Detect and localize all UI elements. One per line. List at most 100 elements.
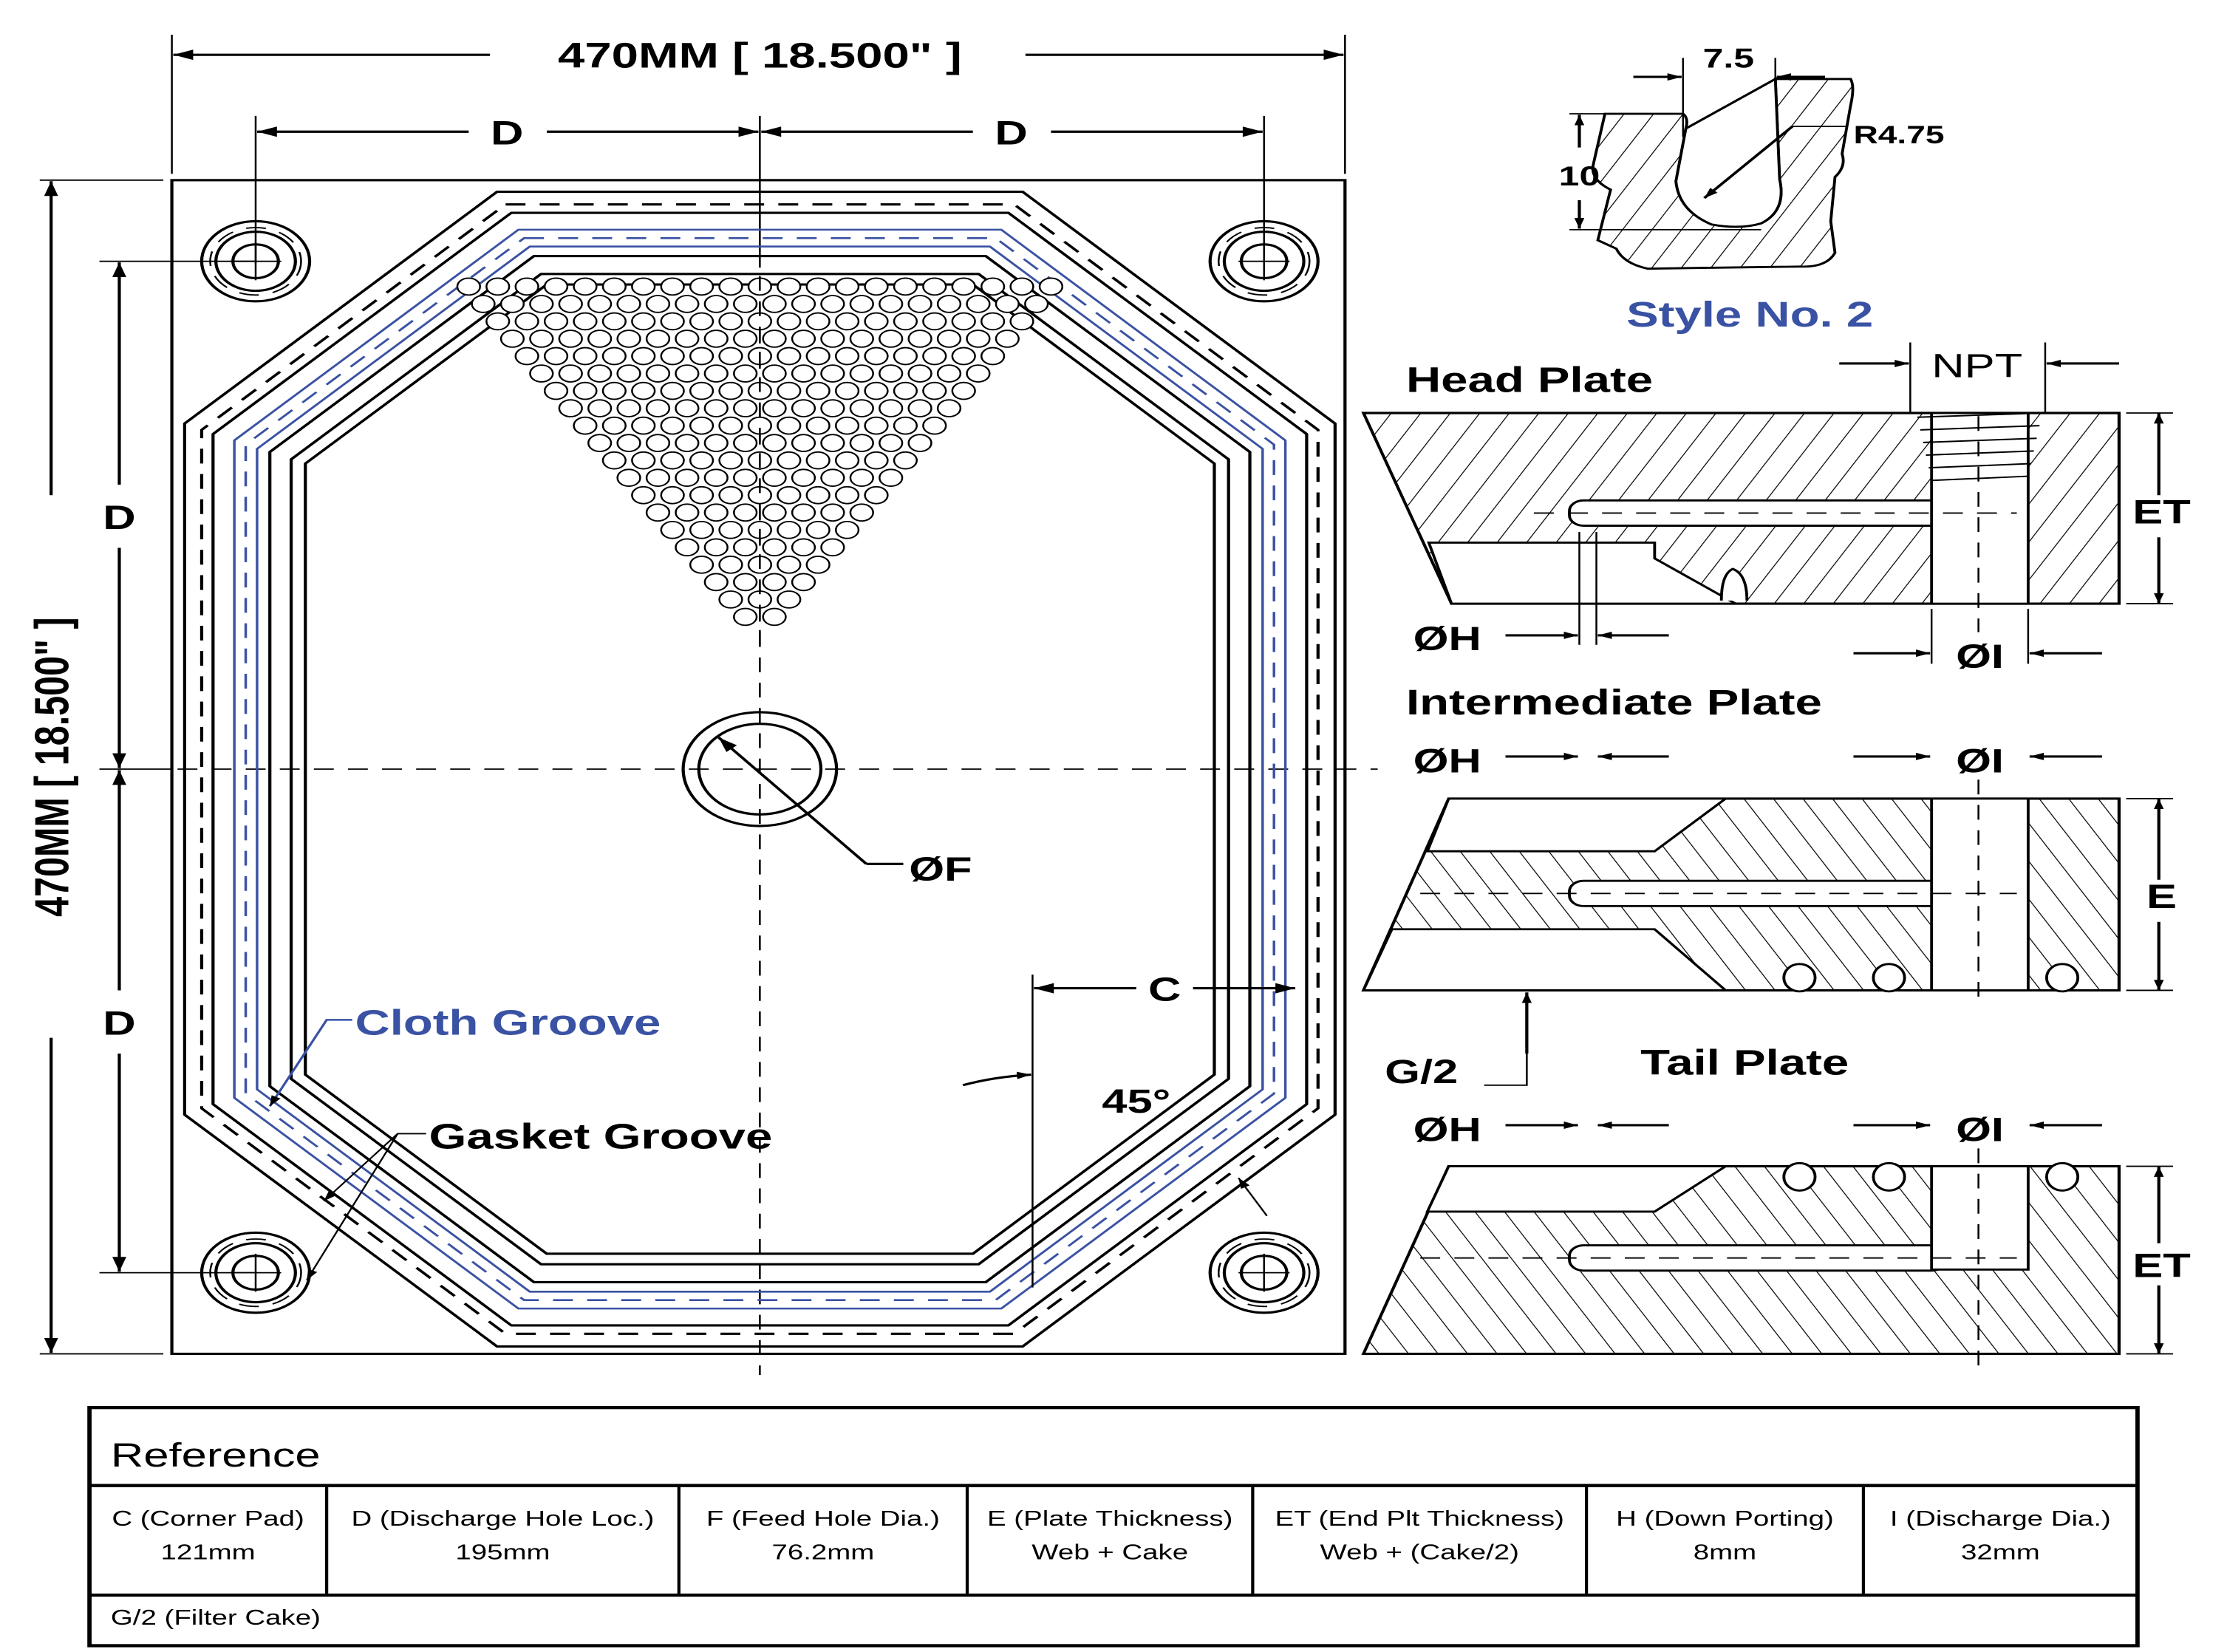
drain-hole xyxy=(558,364,583,383)
drain-hole xyxy=(995,295,1020,313)
drain-hole xyxy=(777,277,802,296)
tail-et-label: ET xyxy=(2132,1247,2191,1285)
drain-hole xyxy=(864,416,889,435)
gasket-groove-leader-2 xyxy=(306,1133,399,1281)
drain-hole xyxy=(573,381,598,400)
drain-hole xyxy=(834,485,860,505)
drain-hole xyxy=(645,503,671,522)
drain-hole xyxy=(660,485,685,505)
intermediate-recess-top xyxy=(1425,797,1730,853)
drain-hole xyxy=(733,573,758,592)
discharge-hole xyxy=(1208,219,1320,303)
radius-arrow xyxy=(1703,126,1794,199)
angle-arc-arrow xyxy=(962,1071,1031,1087)
drain-hole xyxy=(907,364,932,383)
drain-hole xyxy=(879,399,904,417)
intermediate-plate-section: Intermediate Plate ØH ØI E G/2 xyxy=(1361,683,2177,1090)
cloth-groove-dash xyxy=(244,236,1275,1301)
drain-hole xyxy=(893,347,918,366)
drain-hole xyxy=(879,330,904,348)
drain-hole xyxy=(879,364,904,383)
drain-hole xyxy=(543,277,569,296)
drain-hole xyxy=(834,520,860,539)
drain-hole xyxy=(689,520,715,539)
gasket-groove-label: Gasket Groove xyxy=(429,1116,773,1156)
drain-hole xyxy=(499,330,525,348)
reference-value: 32mm xyxy=(1961,1540,2040,1564)
drain-hole xyxy=(689,277,715,296)
drain-hole xyxy=(573,277,598,296)
cloth-groove-outer xyxy=(233,228,1287,1310)
drain-hole xyxy=(645,434,671,452)
drain-hole xyxy=(893,416,918,435)
head-plate-i-label: ØI xyxy=(1956,638,2004,676)
drain-hole xyxy=(573,347,598,366)
g2-leader xyxy=(1484,1054,1528,1086)
drain-hole xyxy=(675,538,700,557)
drain-hole xyxy=(777,590,802,609)
drain-hole xyxy=(820,364,845,383)
drain-hole xyxy=(718,556,743,574)
drain-hole xyxy=(879,295,904,313)
drain-hole xyxy=(718,416,743,435)
drain-hole xyxy=(733,468,758,488)
drain-hole xyxy=(499,295,525,313)
drain-hole xyxy=(631,416,656,435)
drain-hole xyxy=(820,538,845,557)
drain-hole xyxy=(703,364,729,383)
groove-cutout xyxy=(1674,77,1783,228)
drain-hole xyxy=(587,434,613,452)
reference-value: 121mm xyxy=(161,1540,256,1564)
drain-hole xyxy=(675,468,700,488)
drain-hole xyxy=(922,312,947,331)
drain-hole xyxy=(849,468,874,488)
drain-hole xyxy=(616,434,641,452)
intermediate-h-label: ØH xyxy=(1413,743,1481,780)
reference-value: 195mm xyxy=(455,1540,550,1564)
drain-hole xyxy=(703,330,729,348)
drain-hole xyxy=(485,312,511,331)
inner-ring-outer xyxy=(289,273,1230,1266)
gasket-groove-inner xyxy=(268,254,1252,1284)
drain-hole xyxy=(616,468,641,488)
drain-hole xyxy=(834,347,860,366)
drain-hole xyxy=(733,295,758,313)
drain-hole xyxy=(471,295,496,313)
drain-hole xyxy=(805,485,831,505)
drain-hole xyxy=(922,347,947,366)
drain-hole xyxy=(675,295,700,313)
drain-hole xyxy=(791,434,816,452)
intermediate-e-label: E xyxy=(2146,878,2177,916)
drain-hole xyxy=(834,381,860,400)
drain-hole xyxy=(616,330,641,348)
drain-hole xyxy=(1038,277,1064,296)
reference-header: H (Down Porting) xyxy=(1616,1507,1834,1531)
groove-rings xyxy=(183,190,1337,1348)
npt-label: NPT xyxy=(1931,347,2022,385)
cloth-groove-leader xyxy=(268,1019,352,1107)
drain-hole xyxy=(645,295,671,313)
drain-hole xyxy=(864,312,889,331)
drain-hole xyxy=(616,295,641,313)
style-depth-label: 10 xyxy=(1559,161,1600,191)
drain-hole xyxy=(805,347,831,366)
drain-hole xyxy=(733,330,758,348)
drain-hole xyxy=(675,399,700,417)
style-radius-label: R4.75 xyxy=(1853,120,1944,149)
drainage-pattern xyxy=(456,276,1064,654)
drain-hole xyxy=(675,330,700,348)
reference-title: Reference xyxy=(111,1437,321,1475)
reference-value: Web + (Cake/2) xyxy=(1320,1540,1519,1564)
drain-hole xyxy=(834,451,860,470)
drain-hole xyxy=(529,364,554,383)
drain-hole xyxy=(805,520,831,539)
outer-gasket-dash xyxy=(199,203,1320,1335)
drain-hole xyxy=(834,277,860,296)
drain-hole xyxy=(777,485,802,505)
overall-height-label: 470MM [ 18.500" ] xyxy=(25,617,79,917)
d-label-left-lower: D xyxy=(103,1005,135,1042)
drain-hole xyxy=(587,399,613,417)
